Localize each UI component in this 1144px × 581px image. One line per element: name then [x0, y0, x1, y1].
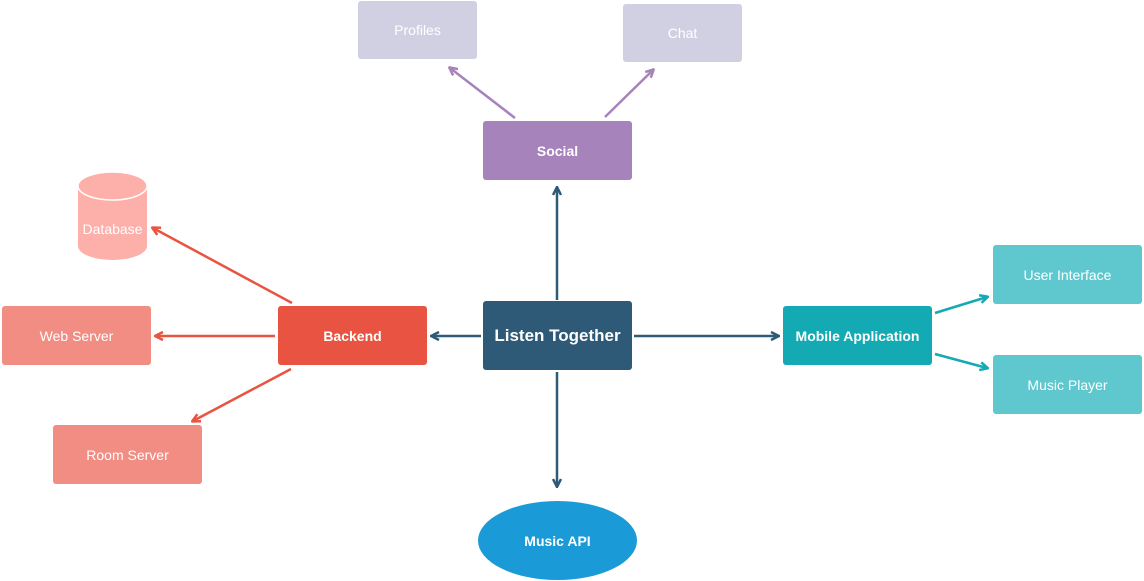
node-room-server[interactable]: Room Server: [53, 425, 202, 484]
node-user-interface[interactable]: User Interface: [993, 245, 1142, 304]
node-chat[interactable]: Chat: [623, 4, 742, 62]
node-database[interactable]: Database: [78, 172, 147, 260]
edge-backend-database: [153, 228, 293, 305]
edge-mobile-ui: [934, 297, 987, 315]
node-social[interactable]: Social: [483, 121, 632, 180]
edge-mobile-player: [934, 352, 987, 368]
database-cylinder-icon: [78, 172, 147, 260]
node-database-label: Database: [82, 221, 143, 237]
node-profiles[interactable]: Profiles: [358, 1, 477, 59]
node-mobile-application[interactable]: Mobile Application: [783, 306, 932, 365]
edge-social-profiles: [450, 68, 516, 119]
node-music-player[interactable]: Music Player: [993, 355, 1142, 414]
edge-backend-roomserver: [193, 367, 292, 421]
node-backend[interactable]: Backend: [278, 306, 427, 365]
node-listen-together[interactable]: Listen Together: [483, 301, 632, 370]
node-music-api[interactable]: Music API: [478, 501, 637, 580]
edge-social-chat: [604, 70, 653, 118]
node-web-server[interactable]: Web Server: [2, 306, 151, 365]
